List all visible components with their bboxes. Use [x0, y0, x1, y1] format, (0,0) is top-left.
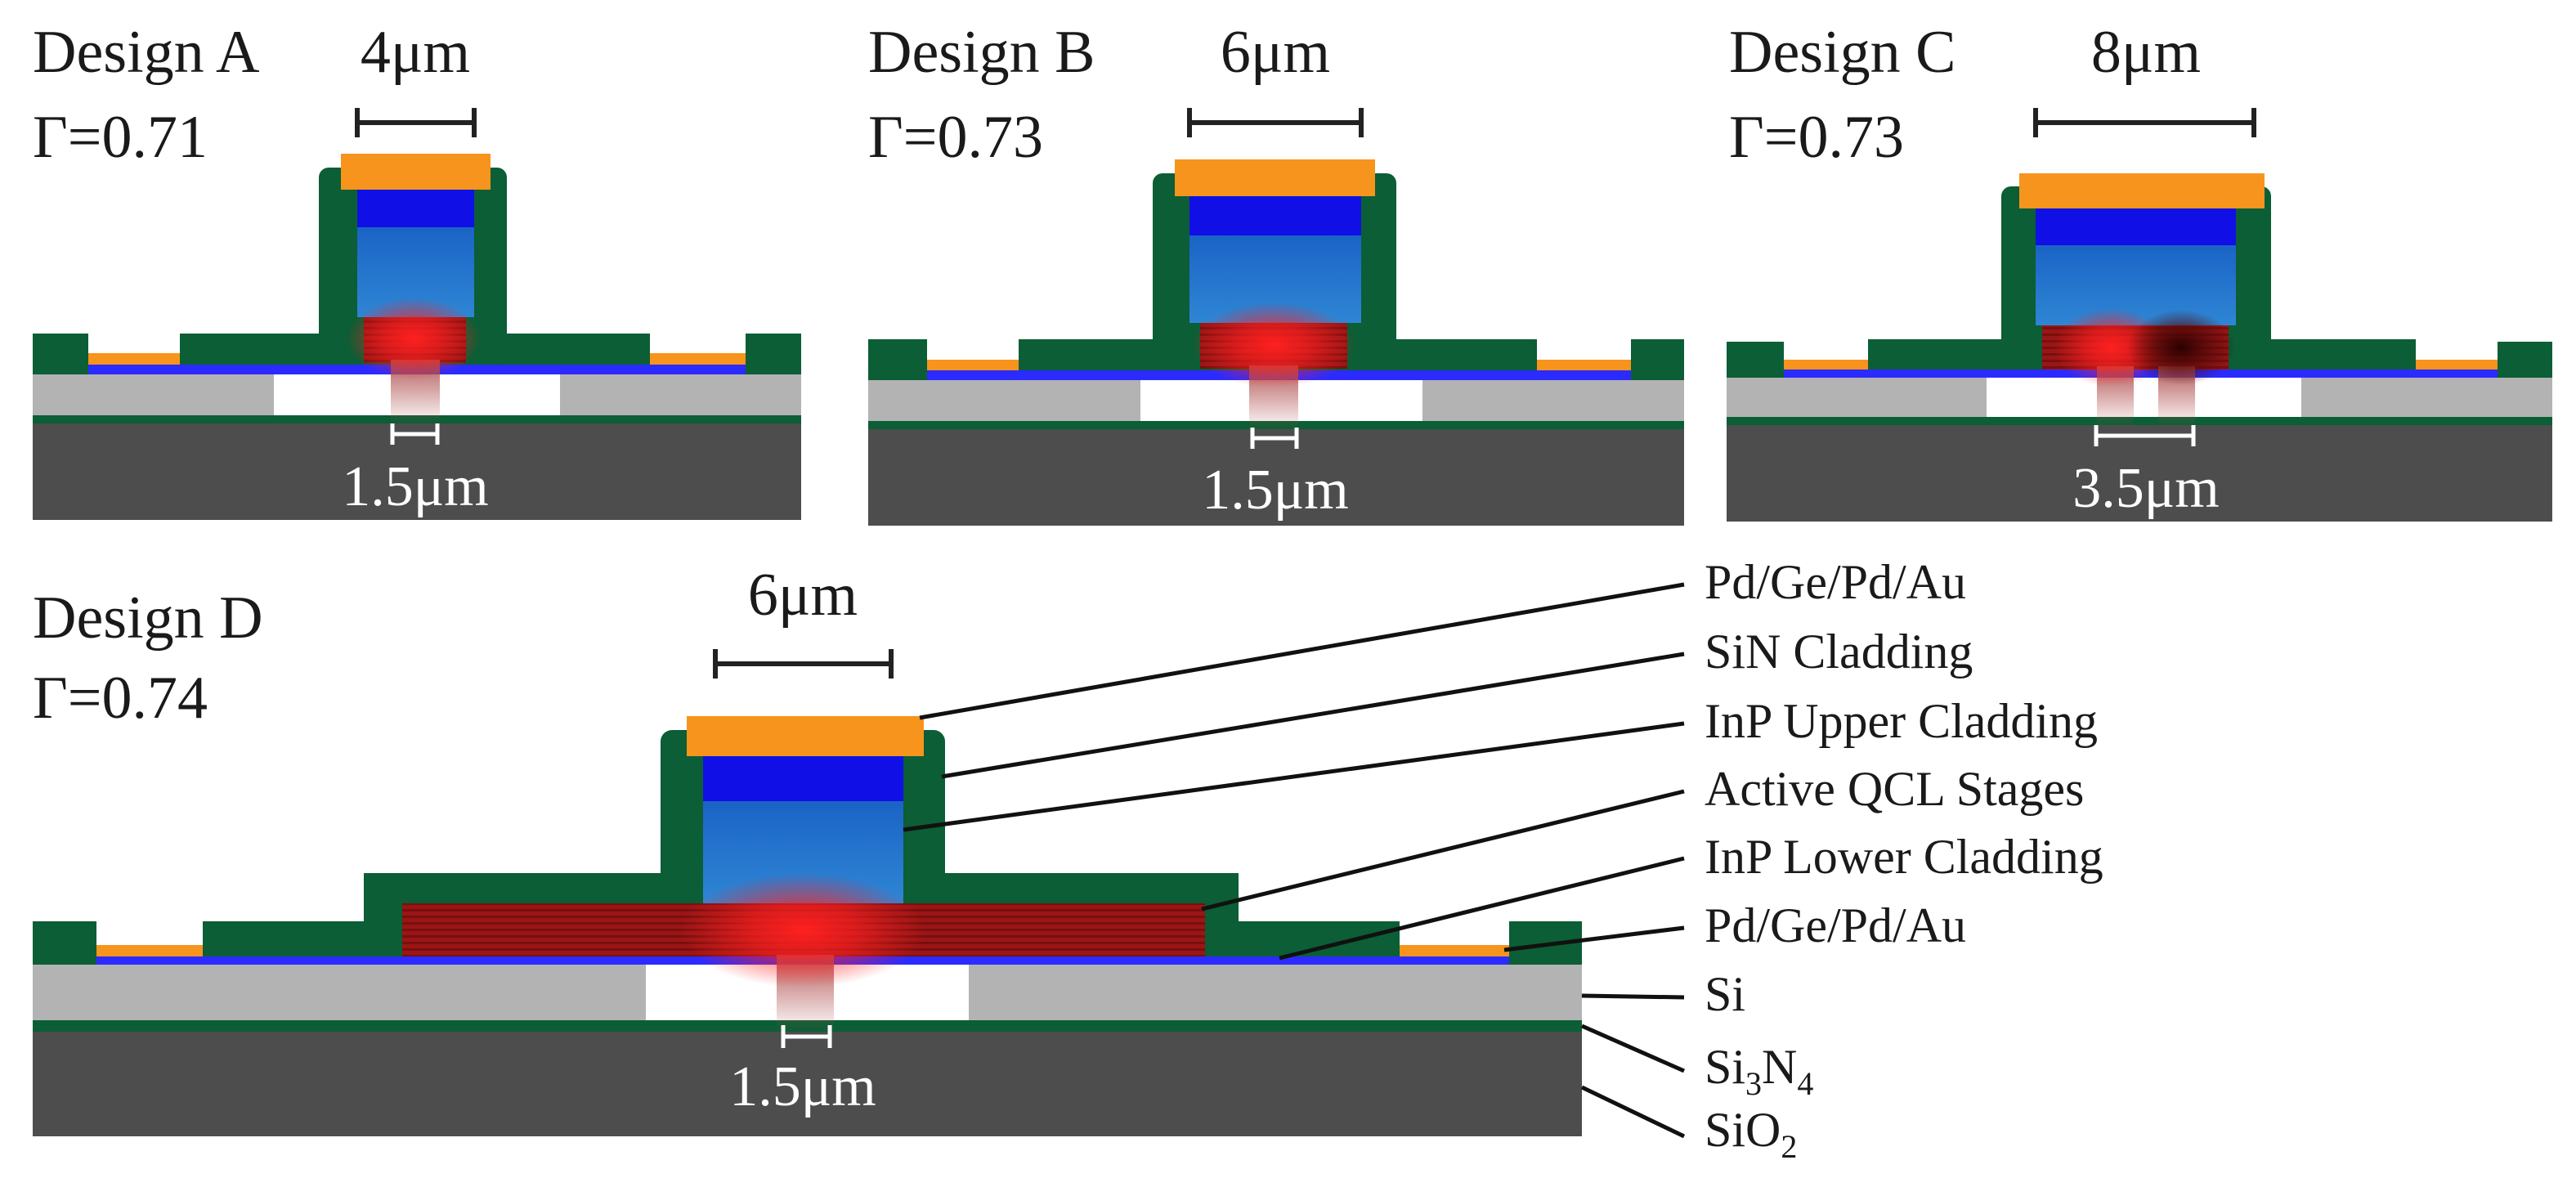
leader-line [919, 582, 1685, 720]
legend-top-contact: Pd/Ge/Pd/Au [1705, 555, 1966, 609]
bottom-contact [96, 945, 203, 956]
sin-cladding [746, 334, 801, 374]
confinement-factor: Γ=0.71 [33, 104, 208, 171]
sin-cladding [2498, 342, 2552, 378]
sio2-substrate [868, 429, 1684, 526]
si-gap [1987, 378, 2301, 417]
legend-inp-upper-cladding: InP Upper Cladding [1705, 694, 2098, 748]
confinement-factor: Γ=0.73 [868, 104, 1043, 171]
confinement-factor: Γ=0.74 [33, 665, 208, 732]
bottom-contact [1400, 945, 1509, 956]
ridge-width-label: 6μm [1221, 19, 1330, 86]
leader-line [903, 721, 1685, 832]
bottom-contact [2416, 360, 2498, 370]
design-d: Design D Γ=0.74 6μm 1.5μm [33, 562, 1582, 1136]
leader-line [941, 652, 1685, 779]
sio2-substrate [1727, 425, 2552, 522]
leader-line [1503, 925, 1685, 952]
design-name: Design B [868, 19, 1095, 86]
inp-upper-top [2036, 208, 2236, 245]
sin-cladding [33, 334, 88, 374]
bottom-contact [1784, 360, 1868, 370]
legend-bottom-contact: Pd/Ge/Pd/Au [1705, 898, 1966, 952]
leader-line [1279, 856, 1685, 961]
design-c: Design C Γ=0.73 8μm 3.5μm [1727, 19, 2552, 522]
bottom-contact [88, 353, 180, 365]
bottom-contact [650, 353, 746, 365]
top-contact [1175, 159, 1375, 196]
optical-mode [347, 298, 481, 379]
leader-line [1580, 1085, 1686, 1139]
gap-width-label: 1.5μm [729, 1055, 876, 1118]
inp-upper-cladding [2036, 245, 2236, 325]
inp-upper-top [357, 190, 474, 227]
sin-cladding [1631, 339, 1684, 380]
design-b: Design B Γ=0.73 6μm 1.5μm [868, 19, 1684, 526]
sin-cladding [1727, 342, 1784, 378]
optical-mode [1192, 302, 1355, 387]
confinement-factor: Γ=0.73 [1729, 104, 1904, 171]
sin-cladding [33, 921, 96, 965]
ridge-width-label: 4μm [361, 19, 470, 86]
legend-si: Si [1705, 967, 1745, 1021]
legend-active-qcl-stages: Active QCL Stages [1705, 762, 2084, 816]
inp-upper-top [1189, 196, 1361, 235]
design-a: Design A Γ=0.71 4μm 1.5μm [33, 19, 801, 520]
top-contact [341, 154, 491, 190]
leader-line [1580, 1024, 1686, 1073]
design-name: Design D [33, 585, 263, 652]
optical-mode [680, 873, 925, 988]
sio2-substrate [33, 1032, 1582, 1136]
design-name: Design A [33, 19, 260, 86]
legend-sio2: SiO2 [1705, 1103, 1797, 1165]
leader-line [1581, 993, 1685, 1000]
gap-width-label: 1.5μm [342, 455, 488, 518]
layer-labels: Pd/Ge/Pd/Au SiN Cladding InP Upper Cladd… [1705, 555, 2103, 1165]
si3n4-layer [1727, 417, 2552, 425]
ridge-width-label: 8μm [2091, 19, 2201, 86]
ridge-width-label: 6μm [748, 562, 858, 629]
gap-width-label: 1.5μm [1202, 459, 1348, 522]
legend-inp-lower-cladding: InP Lower Cladding [1705, 830, 2103, 884]
optical-mode-lobe [2127, 310, 2235, 385]
design-name: Design C [1729, 19, 1956, 86]
legend-si3n4: Si3N4 [1705, 1040, 1813, 1102]
sin-cladding [868, 339, 927, 380]
inp-upper-top [703, 756, 903, 801]
top-contact [2019, 173, 2265, 208]
bottom-contact [927, 360, 1019, 370]
legend-sin-cladding: SiN Cladding [1705, 625, 1973, 679]
gap-width-label: 3.5μm [2072, 457, 2219, 520]
top-contact [687, 716, 924, 756]
leader-line [1201, 789, 1685, 912]
bottom-contact [1537, 360, 1631, 370]
layer-legend [903, 582, 1686, 1139]
sio2-substrate [33, 423, 801, 520]
